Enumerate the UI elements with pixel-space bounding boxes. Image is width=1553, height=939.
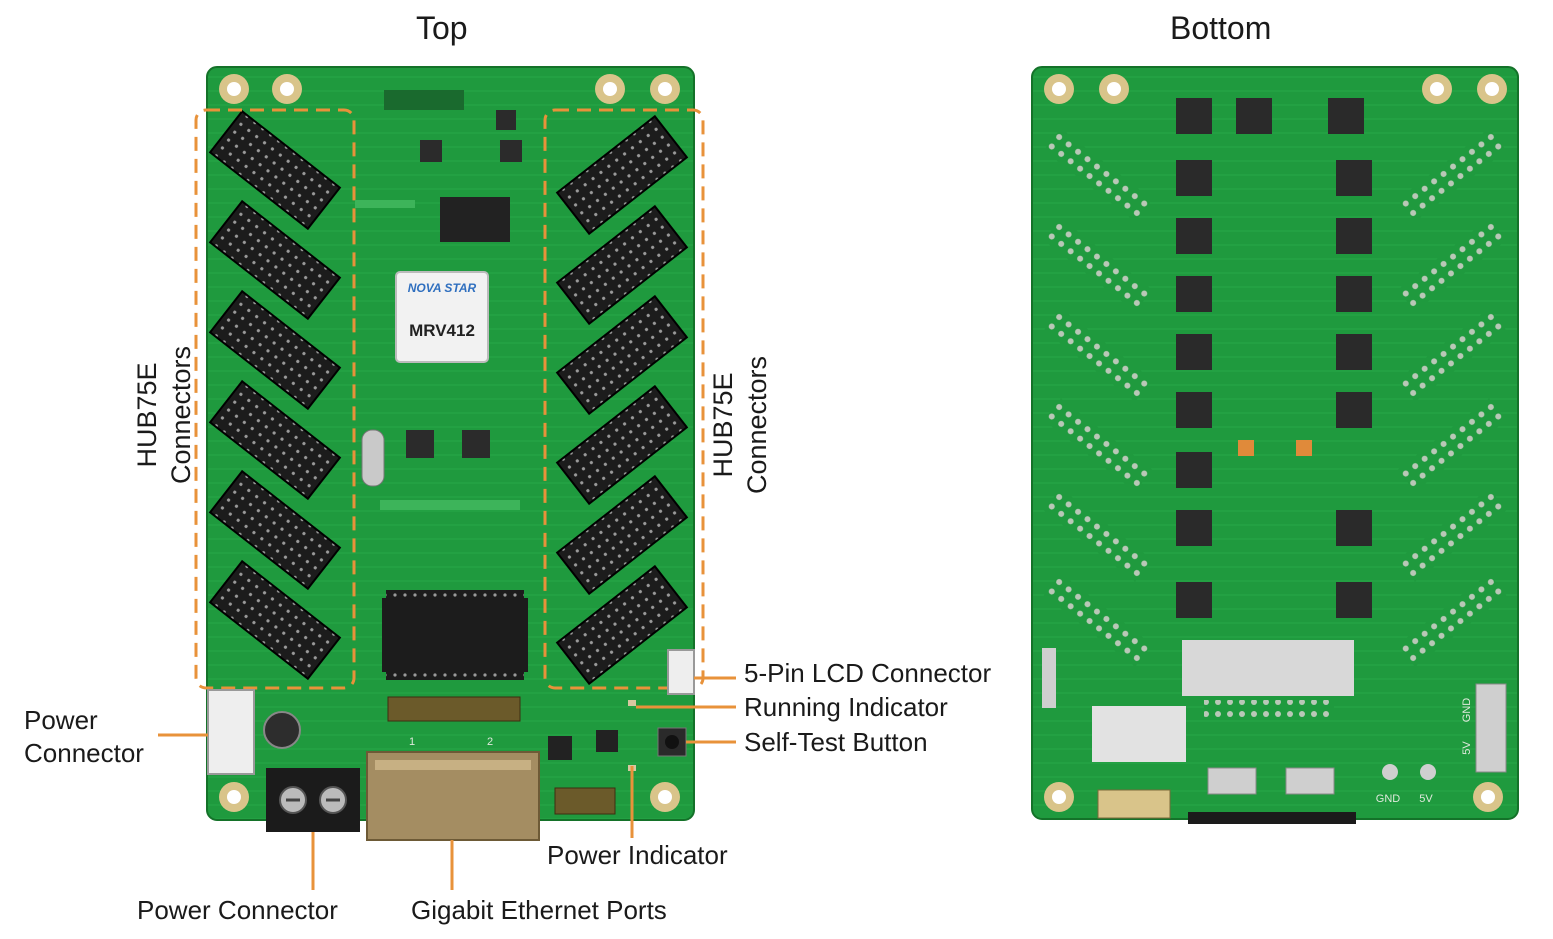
lcd-connector bbox=[667, 649, 695, 695]
hub75e-connectors-left bbox=[208, 109, 342, 681]
gnd-label-1: GND bbox=[1376, 793, 1401, 805]
v5-label-1: 5V bbox=[1419, 793, 1433, 805]
hub75e-left-line1: HUB75E bbox=[132, 362, 162, 468]
bottom-board bbox=[1031, 66, 1519, 824]
power-indicator-label: Power Indicator bbox=[547, 840, 728, 870]
components-top bbox=[355, 90, 522, 510]
running-indicator-label: Running Indicator bbox=[744, 692, 948, 722]
hub-callout-left bbox=[194, 108, 356, 690]
capacitor bbox=[263, 711, 301, 749]
mounting-holes-bottom bbox=[1044, 74, 1507, 812]
port-2-label: 2 bbox=[487, 736, 493, 748]
via-arrays-right bbox=[1397, 128, 1507, 667]
top-board: NOVA STAR MRV412 1 2 bbox=[194, 66, 705, 841]
power-terminal-block bbox=[266, 768, 360, 832]
orange-pads bbox=[1238, 440, 1312, 456]
power-connector-bottom-label: Power Connector bbox=[137, 895, 338, 925]
hub75e-left-line2: Connectors bbox=[165, 345, 196, 485]
hub75e-label-left: HUB75E Connectors bbox=[131, 325, 201, 505]
power-connector-side-line1: Power bbox=[24, 705, 98, 735]
power-connector-side-line2: Connector bbox=[24, 737, 144, 768]
top-title: Top bbox=[416, 10, 468, 46]
pin-header bbox=[387, 696, 521, 722]
ethernet-ports-label: Gigabit Ethernet Ports bbox=[411, 895, 667, 925]
bottom-power-pads bbox=[1475, 683, 1507, 773]
port-1-label: 1 bbox=[409, 736, 415, 748]
v5-label-2: 5V bbox=[1461, 741, 1473, 755]
via-arrays-left bbox=[1043, 128, 1153, 667]
callout-lines bbox=[158, 676, 736, 890]
bottom-title: Bottom bbox=[1170, 10, 1272, 46]
sticker-small bbox=[1092, 706, 1186, 762]
brand-label: NOVA STAR bbox=[408, 281, 477, 295]
hub75e-right-line1: HUB75E bbox=[708, 372, 738, 478]
gnd-label-2: GND bbox=[1461, 698, 1473, 723]
large-ic bbox=[382, 598, 528, 672]
power-connector-side-label: Power Connector bbox=[24, 704, 144, 769]
hub75e-right-line2: Connectors bbox=[741, 355, 772, 495]
hub75e-label-right: HUB75E Connectors bbox=[707, 335, 777, 515]
running-led bbox=[628, 700, 636, 706]
self-test-button-label: Self-Test Button bbox=[744, 727, 928, 757]
driver-chips bbox=[1176, 98, 1372, 618]
model-label: MRV412 bbox=[409, 321, 475, 340]
lcd-connector-label: 5-Pin LCD Connector bbox=[744, 658, 992, 688]
power-connector-side bbox=[207, 689, 255, 775]
sticker-large bbox=[1182, 640, 1354, 696]
small-header bbox=[554, 787, 616, 815]
hub75e-connectors-right bbox=[555, 114, 689, 686]
hub-callout-right bbox=[543, 108, 705, 690]
main-chip bbox=[395, 271, 489, 363]
mounting-holes-top bbox=[219, 74, 680, 812]
